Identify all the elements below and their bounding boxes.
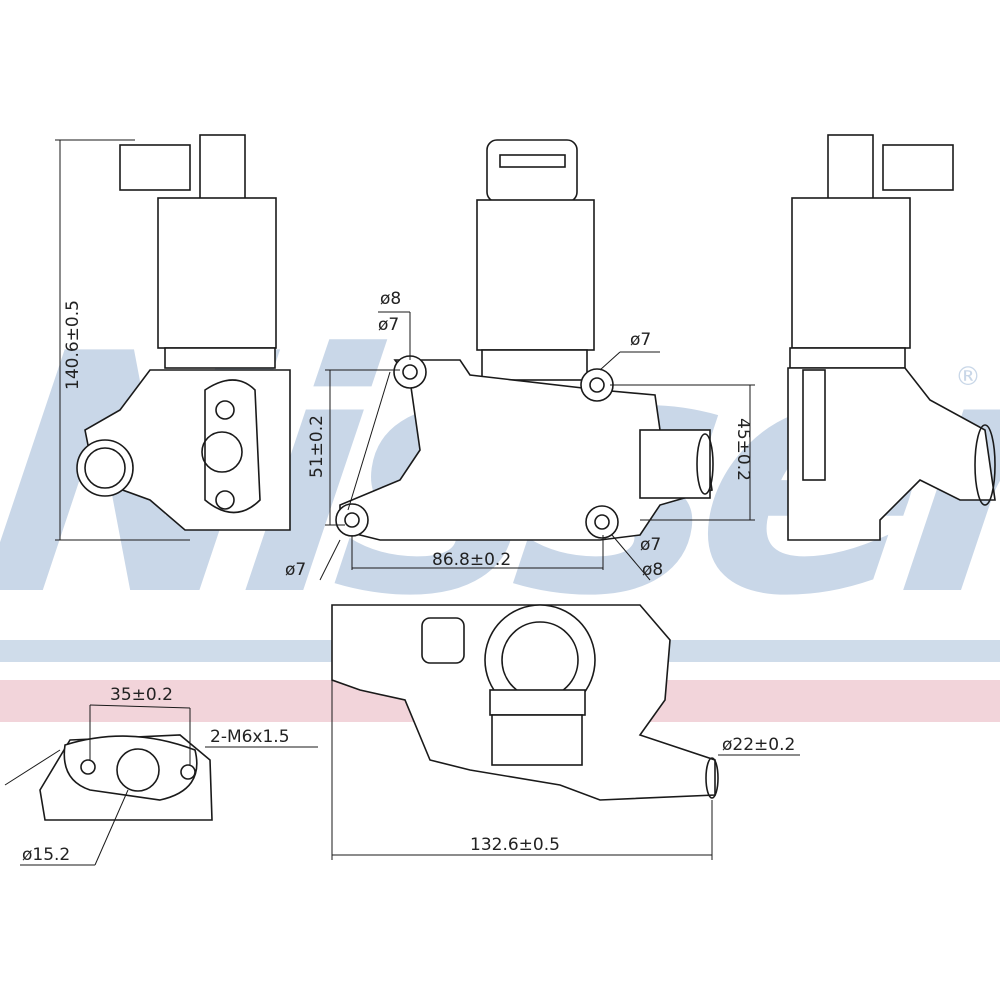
dim-hole-top-left-outer: ø8 (380, 289, 401, 309)
dim-overall-length: 132.6±0.5 (470, 835, 560, 855)
dim-thread: 2-M6x1.5 (210, 727, 290, 747)
flange-view: 35±0.2 2-M6x1.5 ø15.2 (4, 685, 318, 866)
dim-hole-bottom-left: ø7 (285, 560, 306, 580)
dim-outlet-spacing: 45±0.2 (733, 418, 753, 481)
top-view: ø22±0.2 132.6±0.5 (331, 604, 800, 860)
dim-vertical-spacing: 51±0.2 (307, 415, 327, 478)
dim-pipe-diameter: ø22±0.2 (722, 735, 795, 755)
dim-flange-spacing: 35±0.2 (110, 685, 173, 705)
dim-horizontal-spacing: 86.8±0.2 (432, 550, 511, 570)
dim-hole-bottom-right-inner: ø7 (640, 535, 661, 555)
left-side-view: 140.6±0.5 (55, 134, 291, 541)
dim-hole-bottom-right-outer: ø8 (642, 560, 663, 580)
front-view: ø8 ø7 ø7 51±0.2 45±0.2 ø7 ø7 ø8 86.8±0.2 (285, 139, 755, 581)
right-side-view (787, 134, 996, 541)
dim-port-diameter: ø15.2 (22, 845, 70, 865)
dim-overall-height: 140.6±0.5 (63, 300, 83, 390)
registered-mark: ® (955, 362, 981, 392)
dim-hole-top-right: ø7 (630, 330, 651, 350)
dim-hole-top-left-inner: ø7 (378, 315, 399, 335)
